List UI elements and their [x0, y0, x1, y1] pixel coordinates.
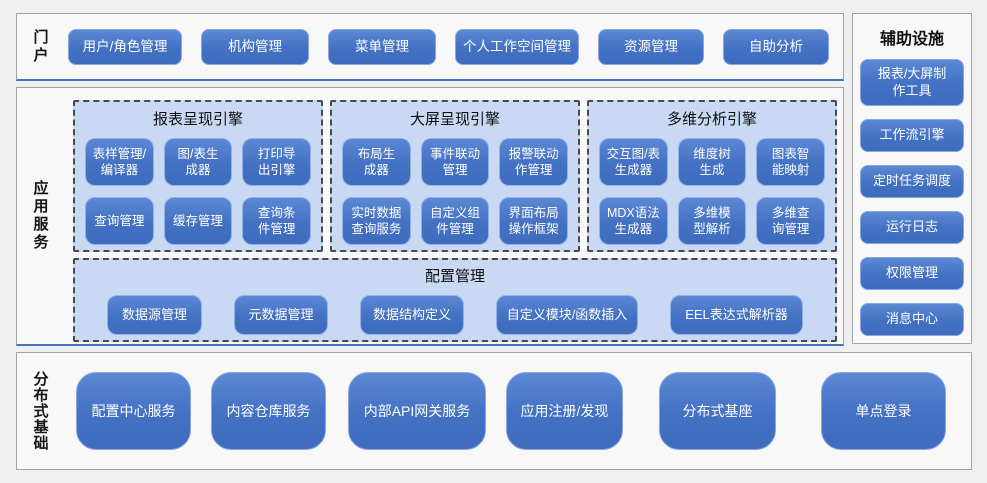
- engine-node-template-compiler[interactable]: 表样管理/ 编译器: [85, 138, 154, 186]
- bigscreen-engine-title: 大屏呈现引擎: [409, 111, 500, 128]
- dist-node-app-registry[interactable]: 应用注册/发现: [506, 372, 623, 450]
- engine-node-query-mgmt[interactable]: 查询管理: [85, 197, 154, 245]
- engine-node-layout-generator[interactable]: 布局生 成器: [342, 138, 411, 186]
- engine-node-multidim-model[interactable]: 多维模 型解析: [677, 197, 747, 245]
- auxiliary-section: 辅助设施 报表/大屏制 作工具 工作流引擎 定时任务调度 运行日志 权限管理 消…: [852, 13, 972, 344]
- report-engine-title: 报表呈现引擎: [152, 111, 243, 128]
- config-panel: 配置管理 数据源管理 元数据管理 数据结构定义 自定义模块/函数插入 EEL表达…: [73, 258, 837, 342]
- engine-node-event-linkage[interactable]: 事件联动 管理: [420, 138, 490, 186]
- distributed-row: 配置中心服务 内容仓库服务 内部API网关服务 应用注册/发现 分布式基座 单点…: [76, 372, 946, 450]
- engine-node-interactive-chart[interactable]: 交互图/表 生成器: [599, 138, 668, 186]
- aux-node-workflow[interactable]: 工作流引擎: [860, 119, 964, 152]
- portal-node-user-role[interactable]: 用户/角色管理: [68, 28, 182, 65]
- portal-row: 用户/角色管理 机构管理 菜单管理 个人工作空间管理 资源管理 自助分析: [68, 28, 829, 65]
- app-services-section: 应用服务 报表呈现引擎 表样管理/ 编译器 图/表生 成器 打印导 出引擎 查询…: [16, 87, 844, 346]
- engine-node-smart-chart-mapping[interactable]: 图表智 能映射: [756, 138, 825, 186]
- olap-engine-title: 多维分析引擎: [666, 111, 757, 128]
- distributed-section: 分布式基础 配置中心服务 内容仓库服务 内部API网关服务 应用注册/发现 分布…: [16, 352, 972, 470]
- engines-row: 报表呈现引擎 表样管理/ 编译器 图/表生 成器 打印导 出引擎 查询管理 缓存…: [73, 100, 837, 252]
- engine-node-dimension-tree[interactable]: 维度树 生成: [677, 138, 747, 186]
- aux-node-scheduler[interactable]: 定时任务调度: [860, 165, 964, 198]
- config-row: 数据源管理 元数据管理 数据结构定义 自定义模块/函数插入 EEL表达式解析器: [107, 295, 803, 335]
- portal-label: 门户: [31, 28, 49, 65]
- engine-node-multidim-query[interactable]: 多维查 询管理: [756, 197, 825, 245]
- olap-engine-panel: 多维分析引擎 交互图/表 生成器 维度树 生成 图表智 能映射 MDX语法 生成…: [587, 100, 837, 252]
- engine-node-ui-layout-framework[interactable]: 界面布局 操作框架: [499, 197, 568, 245]
- engine-node-realtime-query[interactable]: 实时数据 查询服务: [342, 197, 411, 245]
- auxiliary-column: 报表/大屏制 作工具 工作流引擎 定时任务调度 运行日志 权限管理 消息中心: [860, 59, 964, 336]
- config-node-eel-parser[interactable]: EEL表达式解析器: [670, 295, 803, 335]
- config-node-data-structure[interactable]: 数据结构定义: [360, 295, 464, 335]
- distributed-label: 分布式基础: [31, 371, 49, 451]
- portal-node-org[interactable]: 机构管理: [201, 28, 309, 65]
- engine-node-alarm-action[interactable]: 报警联动 作管理: [499, 138, 568, 186]
- bigscreen-engine-panel: 大屏呈现引擎 布局生 成器 事件联动 管理 报警联动 作管理 实时数据 查询服务…: [330, 100, 580, 252]
- portal-node-workspace[interactable]: 个人工作空间管理: [455, 28, 579, 65]
- bigscreen-engine-grid: 布局生 成器 事件联动 管理 报警联动 作管理 实时数据 查询服务 自定义组 件…: [342, 138, 568, 245]
- portal-node-resource[interactable]: 资源管理: [598, 28, 704, 65]
- aux-node-permission[interactable]: 权限管理: [860, 257, 964, 290]
- dist-node-distributed-base[interactable]: 分布式基座: [659, 372, 776, 450]
- engine-node-mdx-generator[interactable]: MDX语法 生成器: [599, 197, 668, 245]
- engine-node-print-export[interactable]: 打印导 出引擎: [242, 138, 311, 186]
- aux-node-message-center[interactable]: 消息中心: [860, 303, 964, 336]
- portal-node-menu[interactable]: 菜单管理: [328, 28, 436, 65]
- app-services-content: 报表呈现引擎 表样管理/ 编译器 图/表生 成器 打印导 出引擎 查询管理 缓存…: [73, 88, 837, 344]
- engine-node-query-condition[interactable]: 查询条 件管理: [242, 197, 311, 245]
- engine-node-custom-component[interactable]: 自定义组 件管理: [420, 197, 490, 245]
- app-services-label: 应用服务: [31, 180, 49, 252]
- report-engine-grid: 表样管理/ 编译器 图/表生 成器 打印导 出引擎 查询管理 缓存管理 查询条 …: [85, 138, 311, 245]
- aux-node-runlog[interactable]: 运行日志: [860, 211, 964, 244]
- aux-node-design-tool[interactable]: 报表/大屏制 作工具: [860, 59, 964, 106]
- config-node-datasource[interactable]: 数据源管理: [107, 295, 202, 335]
- portal-node-selfservice[interactable]: 自助分析: [723, 28, 829, 65]
- config-node-custom-module[interactable]: 自定义模块/函数插入: [496, 295, 638, 335]
- dist-node-config-center[interactable]: 配置中心服务: [76, 372, 191, 450]
- report-engine-panel: 报表呈现引擎 表样管理/ 编译器 图/表生 成器 打印导 出引擎 查询管理 缓存…: [73, 100, 323, 252]
- dist-node-content-repo[interactable]: 内容仓库服务: [211, 372, 326, 450]
- olap-engine-grid: 交互图/表 生成器 维度树 生成 图表智 能映射 MDX语法 生成器 多维模 型…: [599, 138, 825, 245]
- portal-section: 门户 用户/角色管理 机构管理 菜单管理 个人工作空间管理 资源管理 自助分析: [16, 13, 844, 81]
- dist-node-api-gateway[interactable]: 内部API网关服务: [348, 372, 486, 450]
- engine-node-cache-mgmt[interactable]: 缓存管理: [163, 197, 233, 245]
- config-node-metadata[interactable]: 元数据管理: [234, 295, 328, 335]
- dist-node-sso[interactable]: 单点登录: [821, 372, 946, 450]
- engine-node-chart-table-generator[interactable]: 图/表生 成器: [163, 138, 233, 186]
- config-title: 配置管理: [424, 268, 485, 285]
- auxiliary-title: 辅助设施: [879, 31, 944, 48]
